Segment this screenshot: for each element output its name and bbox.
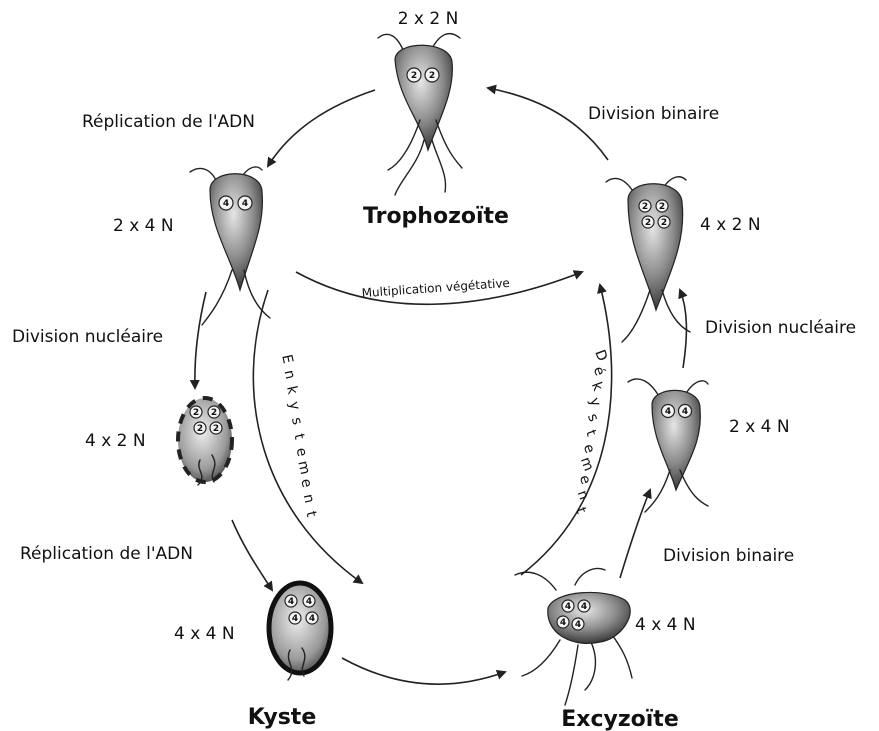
svg-text:2: 2 (645, 218, 651, 228)
dekystement-letter: s (584, 411, 602, 423)
process-division-binaire-bottom: Division binaire (663, 546, 794, 566)
enkystement-letter: t (303, 510, 320, 519)
arrow-division-binaire-bottom (620, 490, 650, 578)
enkystement-letter: n (300, 493, 317, 505)
excyzoite-cell: 4 4 4 4 (515, 569, 632, 705)
svg-text:4: 4 (306, 597, 312, 607)
arrow-division-binaire-top (488, 88, 608, 160)
cyst-cell: 4 4 4 4 (269, 583, 331, 680)
arrow-replication-top (268, 90, 375, 166)
stage-name-excyzoite: Excyzoïte (561, 707, 679, 731)
svg-text:2: 2 (661, 218, 667, 228)
ploidy-excyzoite: 4 x 4 N (635, 615, 696, 635)
stage-name-trophozoite: Trophozoïte (363, 204, 509, 229)
dekystement-letter: k (588, 380, 606, 394)
process-multiplication: Multiplication végétative (361, 276, 510, 300)
ploidy-daughter-right-upper: 4 x 2 N (700, 215, 761, 235)
process-replication-top: Réplication de l'ADN (82, 112, 255, 132)
enkystement-letter: t (291, 432, 308, 441)
enkystement-letter: y (285, 400, 302, 411)
ploidy-cyst-precursor: 4 x 2 N (85, 431, 146, 451)
dekystement-letter: e (580, 442, 598, 456)
dekystement-letter: é (590, 364, 608, 378)
svg-text:2: 2 (659, 202, 665, 212)
svg-text:2: 2 (193, 408, 199, 418)
arrow-replication-bottom (232, 520, 272, 590)
svg-text:2: 2 (642, 202, 648, 212)
enkystement-letter: E (278, 353, 295, 365)
arrow-division-nucleaire-left (195, 292, 206, 388)
svg-text:4: 4 (665, 407, 671, 417)
svg-text:4: 4 (288, 597, 294, 607)
svg-text:4: 4 (309, 614, 315, 624)
svg-text:2: 2 (211, 408, 217, 418)
svg-text:2: 2 (429, 71, 435, 81)
ploidy-cyst: 4 x 4 N (174, 624, 235, 644)
enkystement-letter: s (288, 416, 305, 426)
enkystement-letter: m (294, 459, 312, 476)
dekystement-letter: t (582, 428, 599, 439)
svg-text:4: 4 (565, 602, 571, 612)
ploidy-trophozoite-replicated: 2 x 4 N (113, 216, 174, 236)
arrow-kyste-to-excyzoite (342, 658, 505, 684)
stage-name-kyste: Kyste (248, 705, 317, 730)
cyst-precursor-cell: 2 2 2 2 (178, 398, 232, 485)
ploidy-daughter-right-lower: 2 x 4 N (729, 417, 790, 437)
svg-text:4: 4 (560, 618, 566, 628)
svg-text:2: 2 (197, 424, 203, 434)
svg-text:2: 2 (411, 71, 417, 81)
ploidy-trophozoite: 2 x 2 N (398, 9, 459, 29)
enkystement-letter: e (297, 477, 314, 489)
dekystement-letter: n (574, 488, 592, 502)
daughter-right-lower-cell: 4 4 (628, 379, 708, 512)
trophozoite-replicated-cell: 4 4 (190, 167, 270, 325)
enkystement-letter: n (281, 369, 298, 381)
daughter-right-upper-cell: 2 2 2 2 (606, 177, 690, 342)
svg-text:4: 4 (292, 614, 298, 624)
svg-text:2: 2 (213, 424, 219, 434)
dekystement-letter: t (572, 505, 589, 516)
dekystement-letter: y (586, 395, 604, 408)
dekystement-letter: m (577, 455, 597, 473)
trophozoite-top-cell: 2 2 (378, 34, 462, 195)
dekystement-letter: D (591, 348, 610, 364)
svg-text:4: 4 (575, 620, 581, 630)
svg-text:4: 4 (581, 602, 587, 612)
svg-text:4: 4 (682, 407, 688, 417)
process-replication-bottom: Réplication de l'ADN (20, 544, 193, 564)
enkystement-letter: k (283, 385, 301, 397)
svg-text:4: 4 (223, 199, 229, 209)
process-division-nucleaire-left: Division nucléaire (12, 327, 163, 347)
process-division-nucleaire-right: Division nucléaire (705, 318, 856, 338)
svg-text:4: 4 (242, 199, 248, 209)
enkystement-letter: e (293, 446, 310, 458)
process-division-binaire-top: Division binaire (588, 104, 719, 124)
